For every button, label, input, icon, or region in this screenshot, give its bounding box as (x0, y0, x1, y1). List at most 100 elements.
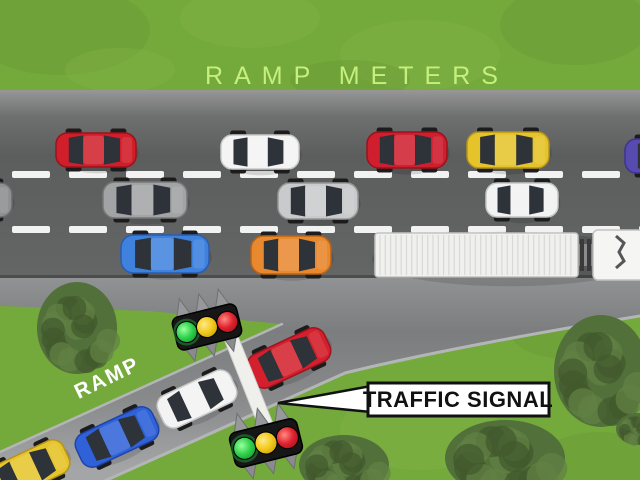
lane-dash (12, 171, 50, 178)
car-windshield (173, 237, 192, 271)
bush-foliage (526, 461, 558, 480)
car-roof (494, 134, 517, 166)
lane-markings (12, 171, 640, 233)
bush-foliage (637, 435, 640, 446)
truck-trailer (374, 232, 579, 278)
car-windshield (197, 378, 224, 410)
bush-foliage (40, 317, 65, 342)
car-windshield (299, 238, 315, 272)
bush-foliage (619, 423, 631, 436)
car-hood-highlight (215, 372, 235, 400)
car-hood-highlight (171, 186, 183, 214)
car-hood-highlight (432, 136, 443, 164)
page-title: RAMP METERS (205, 62, 509, 90)
semi-truck (372, 229, 640, 287)
car-wheel (0, 456, 7, 469)
car-gray-sedan (102, 177, 190, 225)
car-body (0, 182, 13, 218)
car-roof-highlight (83, 135, 104, 165)
car-rear-window (85, 428, 112, 461)
traffic-signal-label-box (366, 381, 551, 418)
car-rear-window (116, 184, 132, 216)
lane-dash (69, 226, 107, 233)
car-windshield (104, 135, 120, 165)
bush-foliage (71, 314, 96, 339)
car-windshield (326, 185, 342, 217)
car-roof-highlight (394, 134, 415, 166)
car-roof-highlight (305, 185, 326, 217)
lane-dash (582, 171, 620, 178)
car-rear-window (0, 461, 23, 480)
lane-dash (240, 226, 278, 233)
car-hood-highlight (0, 187, 9, 213)
lane-dash (411, 171, 449, 178)
lane-dash (126, 171, 164, 178)
lane-dash (354, 171, 392, 178)
car-roof-highlight (131, 184, 154, 216)
bush-foliage (360, 468, 384, 480)
car-roof (305, 185, 326, 217)
traffic-signal-label: TRAFFIC SIGNAL (363, 387, 553, 412)
bush-foliage (49, 342, 74, 367)
car-windshield (267, 137, 284, 167)
car-orange-sedan (250, 231, 334, 281)
truck-axle (587, 239, 591, 271)
car-yellow-sedan (466, 127, 552, 175)
lane-dash (468, 226, 506, 233)
bush (299, 435, 391, 480)
grass-patch (180, 0, 320, 48)
lane-dash (297, 171, 335, 178)
ramp-meter-signal (171, 287, 243, 363)
car-roof-highlight (494, 134, 517, 166)
car-rear-window (233, 137, 248, 167)
car-windshield (118, 415, 146, 448)
grass-patch (65, 48, 175, 92)
lane-dash (69, 171, 107, 178)
bush-foliage (568, 388, 598, 418)
car-gray-sedan (0, 178, 15, 222)
car-roof-highlight (99, 420, 131, 456)
lane-dash (525, 226, 563, 233)
car-roof (510, 185, 530, 215)
car-roof (271, 341, 303, 377)
car-red-sedan (366, 127, 450, 175)
car-roof-highlight (271, 341, 303, 377)
lane-dash (240, 171, 278, 178)
bush (445, 420, 568, 480)
car-roof (83, 135, 104, 165)
car-rear-window (497, 185, 511, 215)
car-roof (131, 184, 154, 216)
car-windshield (29, 448, 57, 480)
car-rear-window (263, 238, 279, 272)
car-blue-sedan (120, 230, 212, 280)
bush-foliage (62, 295, 87, 320)
grass-patch (0, 0, 150, 75)
car-hood-highlight (308, 330, 329, 359)
car-roof-highlight (510, 185, 530, 215)
grass-patch (500, 0, 640, 65)
car-hood-highlight (284, 139, 296, 165)
car-hood-highlight (136, 409, 157, 438)
bush-foliage (623, 432, 636, 444)
car-roof (150, 238, 174, 270)
lane-dash (183, 171, 221, 178)
car-rear-window (379, 134, 395, 166)
car-white-hatch (485, 178, 561, 224)
bush-foliage (329, 440, 353, 464)
car-roof (180, 383, 210, 417)
lane-dash (297, 226, 335, 233)
bush-foliage (593, 354, 623, 384)
car-rear-window (135, 237, 151, 271)
car-hood-highlight (193, 239, 205, 269)
car-red-sedan (55, 128, 139, 174)
bush-foliage (89, 339, 114, 364)
lane-dash (525, 171, 563, 178)
grass-patch (340, 20, 500, 90)
ramp-meter-signal (228, 401, 304, 480)
bush-foliage (453, 443, 485, 475)
car-red-sedan (246, 325, 332, 391)
car-windshield (415, 134, 431, 166)
car-hood-highlight (47, 442, 68, 471)
